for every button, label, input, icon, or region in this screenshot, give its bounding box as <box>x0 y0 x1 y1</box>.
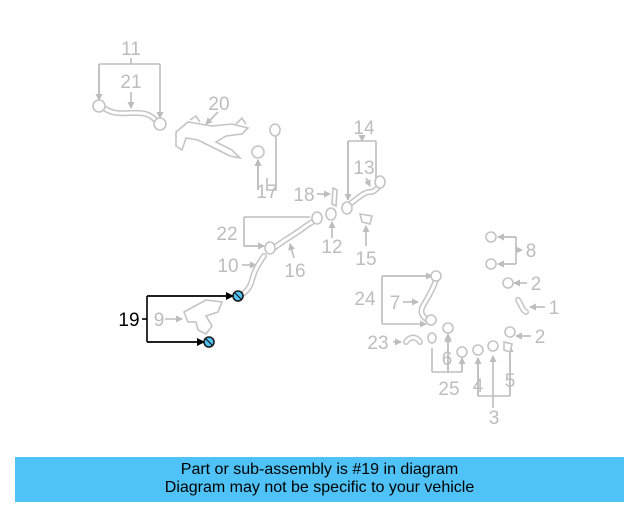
callout-20: 20 <box>208 94 229 115</box>
callout-15: 15 <box>355 249 376 270</box>
clamp-19-upper <box>232 290 244 302</box>
callout-19: 19 <box>118 310 139 331</box>
hose-13 <box>341 175 386 215</box>
callout-24: 24 <box>354 289 376 310</box>
callout-11: 11 <box>121 39 141 60</box>
callout-8: 8 <box>526 241 537 262</box>
callout-labels: 11 21 20 17 14 13 18 22 12 15 10 16 8 2 … <box>118 39 559 429</box>
callout-4: 4 <box>473 376 484 397</box>
callout-9: 9 <box>154 310 165 331</box>
hose-7 <box>418 270 442 326</box>
callout-22: 22 <box>216 224 237 245</box>
part-12 <box>325 207 337 221</box>
callout-25: 25 <box>438 379 459 400</box>
callout-3: 3 <box>489 408 500 429</box>
callout-17: 17 <box>256 182 277 203</box>
banner-line-2: Diagram may not be specific to your vehi… <box>164 479 475 496</box>
bracket-9 <box>182 299 224 336</box>
parts-6-25 <box>442 322 468 358</box>
callout-7: 7 <box>390 293 401 314</box>
part-18 <box>331 186 338 208</box>
clamp-19-lower <box>203 336 215 348</box>
callout-14: 14 <box>353 118 375 139</box>
callout-13: 13 <box>353 158 374 179</box>
clamp-8 <box>485 231 497 270</box>
clamp-2-top <box>502 277 514 289</box>
clamp-17 <box>251 123 281 159</box>
callout-5: 5 <box>505 371 516 392</box>
callout-2-bottom: 2 <box>535 327 546 348</box>
callout-10: 10 <box>217 256 238 277</box>
callout-12: 12 <box>321 237 342 258</box>
hose-10 <box>237 253 267 299</box>
callout-16: 16 <box>284 261 305 282</box>
parts-3-4-5 <box>472 340 513 356</box>
callout-18: 18 <box>293 185 314 206</box>
parts <box>92 99 529 358</box>
part-1 <box>515 297 529 315</box>
banner-line-1: Part or sub-assembly is #19 in diagram <box>180 461 459 478</box>
bracket-20 <box>175 114 250 160</box>
part-15 <box>358 213 373 225</box>
leader-19 <box>142 292 234 346</box>
info-banner: Part or sub-assembly is #19 in diagram D… <box>15 457 624 502</box>
callout-1: 1 <box>549 298 560 319</box>
clamp-2-bottom <box>504 326 516 338</box>
callout-6: 6 <box>442 349 453 370</box>
hose-16 <box>264 211 323 255</box>
hose-21 <box>92 99 167 131</box>
leader-lines <box>95 58 545 408</box>
hose-23 <box>403 332 437 345</box>
callout-2-top: 2 <box>531 274 542 295</box>
callout-23: 23 <box>367 333 388 354</box>
callout-21: 21 <box>120 72 141 93</box>
